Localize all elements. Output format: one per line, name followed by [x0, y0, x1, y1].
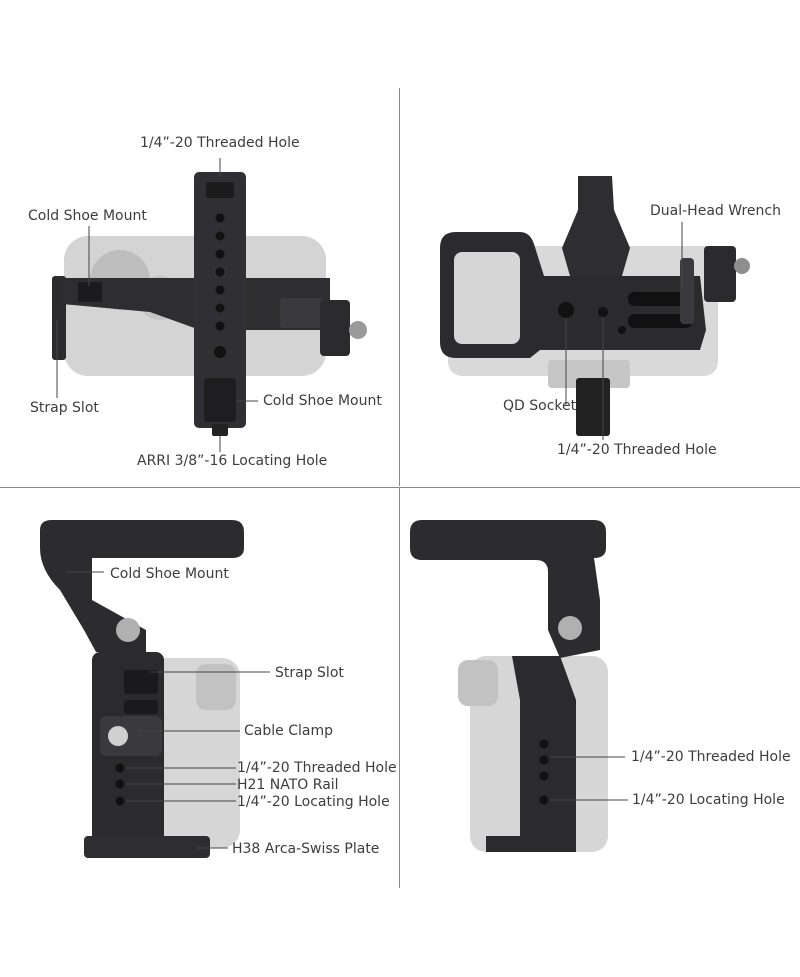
- label-strap-slot-tl: Strap Slot: [30, 400, 99, 416]
- label-threaded-hole-br: 1/4”-20 Threaded Hole: [631, 749, 791, 765]
- top-handle: [40, 520, 244, 652]
- horizontal-divider: [0, 487, 800, 488]
- label-threaded-hole-tl: 1/4”-20 Threaded Hole: [140, 135, 300, 151]
- label-threaded-hole-bl: 1/4”-20 Threaded Hole: [237, 760, 397, 776]
- label-nato-rail: H21 NATO Rail: [237, 777, 339, 793]
- vertical-divider-bottom: [399, 488, 400, 888]
- top-handle: [194, 172, 246, 428]
- cable-clamp: [100, 716, 162, 756]
- label-threaded-hole-tr: 1/4”-20 Threaded Hole: [557, 442, 717, 458]
- label-strap-slot-bl: Strap Slot: [275, 665, 344, 681]
- cage-grip: [486, 656, 576, 852]
- label-dual-head-wrench: Dual-Head Wrench: [650, 203, 781, 219]
- bottom-left-illustration: [40, 520, 270, 858]
- vertical-divider-top: [399, 88, 400, 486]
- label-arca-swiss-plate: H38 Arca-Swiss Plate: [232, 841, 380, 857]
- side-clamp: [320, 300, 350, 356]
- top-left-illustration: [52, 158, 367, 452]
- bottom-right-illustration: [410, 520, 628, 852]
- label-cold-shoe-mount-tl-bottom: Cold Shoe Mount: [263, 393, 382, 409]
- label-cold-shoe-mount-bl: Cold Shoe Mount: [110, 566, 229, 582]
- label-cable-clamp: Cable Clamp: [244, 723, 333, 739]
- top-handle: [410, 520, 606, 658]
- dual-head-wrench: [680, 258, 694, 324]
- label-locating-hole-bl: 1/4”-20 Locating Hole: [237, 794, 390, 810]
- label-cold-shoe-mount-tl-top: Cold Shoe Mount: [28, 208, 147, 224]
- label-locating-hole-br: 1/4”-20 Locating Hole: [632, 792, 785, 808]
- label-arri-locating-hole: ARRI 3/8”-16 Locating Hole: [137, 453, 328, 469]
- top-handle: [562, 176, 630, 276]
- label-qd-socket: QD Socket: [503, 398, 577, 414]
- top-right-illustration: [440, 176, 750, 440]
